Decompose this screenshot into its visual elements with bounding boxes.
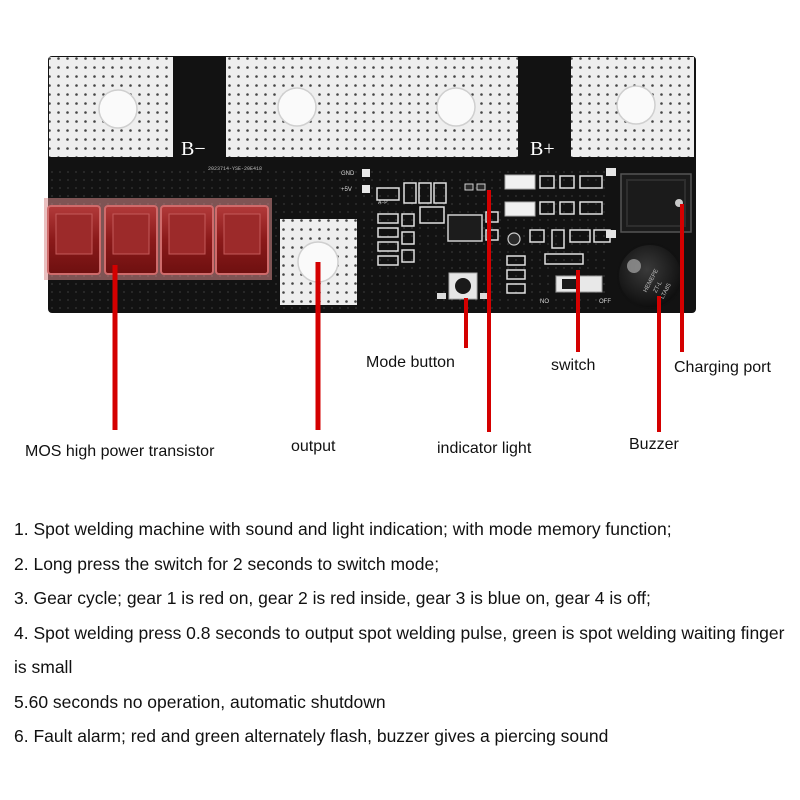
mos-transistor-3	[160, 205, 214, 275]
gnd-pad	[362, 169, 370, 177]
pad-hole-3	[436, 87, 476, 127]
mode-button-cap	[455, 278, 471, 294]
callout-switch: switch	[551, 357, 596, 374]
note-6: 6. Fault alarm; red and green alternatel…	[14, 726, 609, 746]
indicator-led-1	[464, 183, 474, 191]
5v-pad	[362, 185, 370, 193]
mos-transistor-group	[44, 198, 272, 280]
charging-port	[606, 168, 692, 238]
silkscreen-serial: 2023714-YSE-20E418	[208, 166, 262, 172]
pad-hole-4	[616, 85, 656, 125]
callout-mos: MOS high power transistor	[25, 443, 215, 460]
terminal-minus-label: B−	[181, 138, 206, 160]
leader-lines	[112, 190, 684, 432]
pad-hole-1	[98, 89, 138, 129]
silkscreen-no: NO	[540, 299, 549, 305]
control-circuit: A−P	[376, 174, 611, 300]
mos-transistor-1	[47, 205, 101, 275]
silkscreen-ap: A−P	[378, 200, 388, 206]
mos-transistor-2	[104, 205, 158, 275]
callout-mode-button: Mode button	[366, 354, 455, 371]
note-5: 5.60 seconds no operation, automatic shu…	[14, 691, 386, 712]
switch-knob	[562, 279, 576, 289]
buzzer-highlight	[627, 259, 641, 273]
silkscreen-5v: +5V	[341, 187, 352, 193]
silkscreen-off: OFF	[599, 299, 611, 305]
feature-notes: 1. Spot welding machine with sound and l…	[14, 512, 794, 754]
note-3: 3. Gear cycle; gear 1 is red on, gear 2 …	[14, 588, 651, 608]
silkscreen-gnd: GND	[341, 171, 355, 177]
terminal-plus-label: B+	[530, 138, 555, 160]
pad-hole-2	[277, 87, 317, 127]
note-4: 4. Spot welding press 0.8 seconds to out…	[14, 622, 785, 678]
callout-charging-port: Charging port	[674, 359, 771, 376]
mos-transistor-4	[215, 205, 269, 275]
mcu-chip	[447, 214, 483, 242]
buzzer: HEMEPE ZT-L LTA85	[617, 243, 683, 309]
buzzer-text-2: ZT-L	[653, 280, 664, 294]
callout-output: output	[291, 438, 336, 455]
note-1: 1. Spot welding machine with sound and l…	[14, 519, 672, 539]
smd-outline-1	[376, 187, 400, 201]
indicator-led-2	[476, 183, 486, 191]
note-2: 2. Long press the switch for 2 seconds t…	[14, 553, 440, 574]
callout-buzzer: Buzzer	[629, 436, 679, 453]
callout-indicator-light: indicator light	[437, 440, 532, 457]
nickel-pads	[49, 57, 694, 305]
